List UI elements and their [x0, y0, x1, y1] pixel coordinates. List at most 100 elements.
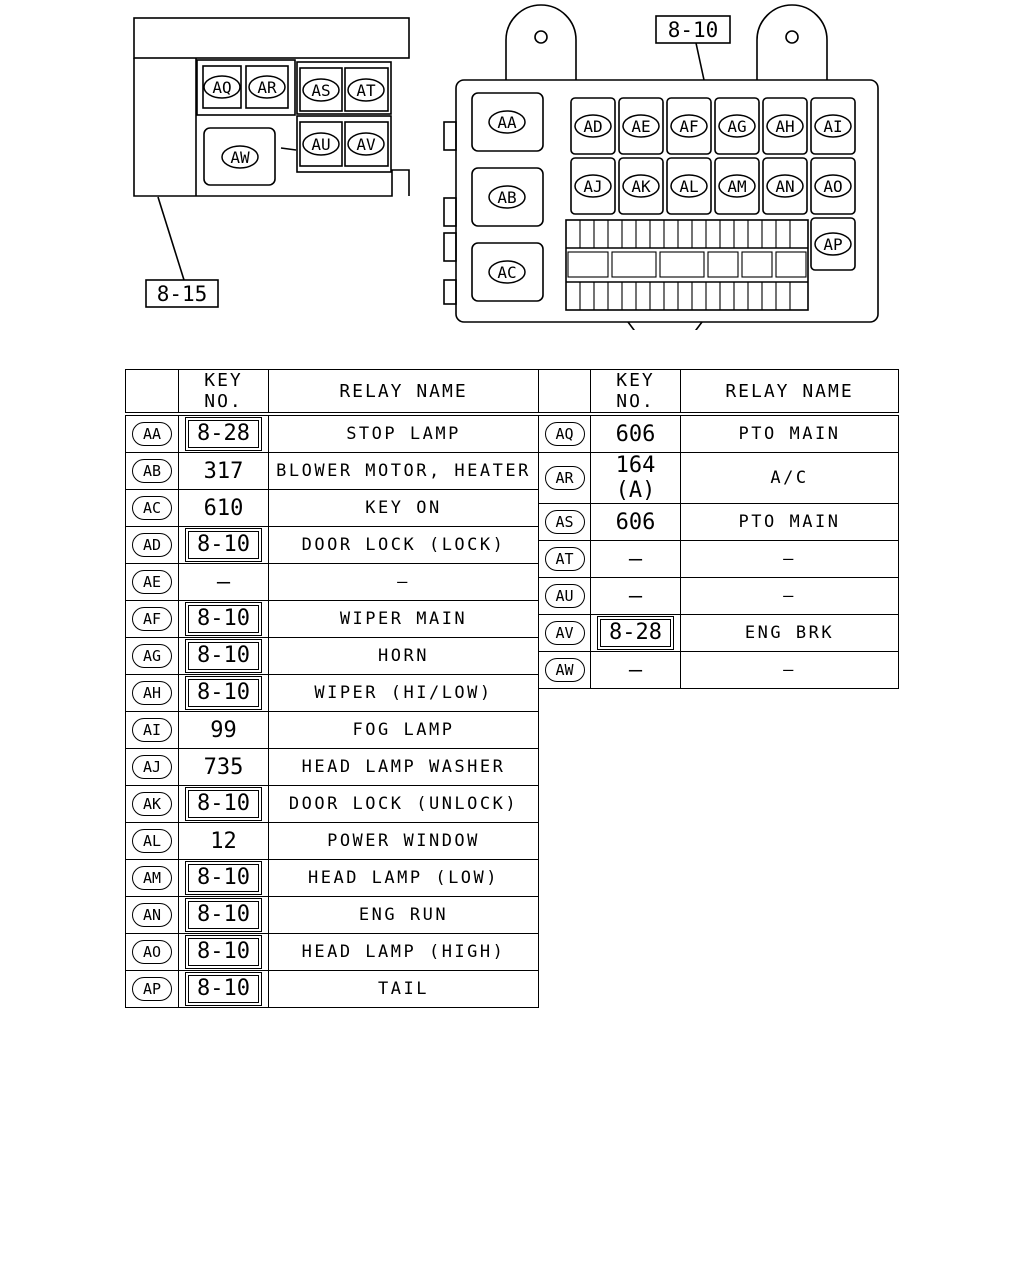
relay-row-at: AT—— [538, 540, 899, 578]
key-no-value: 8-10 [185, 935, 262, 969]
key-no-cell: 164 (A) [590, 452, 681, 504]
relay-name-cell: — [268, 563, 539, 601]
relay-id-cell: AF [125, 600, 179, 638]
relay-name-cell: DOOR LOCK (UNLOCK) [268, 785, 539, 823]
svg-text:AG: AG [727, 117, 746, 136]
key-no-value: — [216, 569, 231, 595]
key-no-cell: 8-10 [178, 637, 269, 675]
left-box-relay-aq: AQ [203, 75, 241, 99]
svg-text:AI: AI [823, 117, 842, 136]
svg-text:AP: AP [823, 235, 842, 254]
relay-name-cell: — [680, 651, 899, 689]
key-no-value: 735 [203, 754, 244, 780]
relay-id-cell: AC [125, 489, 179, 527]
svg-text:AB: AB [497, 188, 516, 207]
right-box-relay-af: AF [670, 114, 708, 138]
key-no-cell: 8-10 [178, 896, 269, 934]
relay-name-header: RELAY NAME [680, 369, 899, 416]
relay-name-cell: HORN [268, 637, 539, 675]
svg-text:AJ: AJ [583, 177, 602, 196]
relay-name-cell: HEAD LAMP (HIGH) [268, 933, 539, 971]
relay-id-badge: AJ [132, 755, 172, 779]
relay-id-badge: AQ [544, 422, 585, 446]
relay-row-ac: AC 610 KEY ON [125, 489, 539, 527]
relay-id-badge: AI [132, 718, 172, 742]
relay-name-cell: A/C [680, 452, 899, 504]
relay-name-cell: BLOWER MOTOR, HEATER [268, 452, 539, 490]
relay-name-cell: PTO MAIN [680, 413, 899, 453]
svg-text:AD: AD [583, 117, 602, 136]
relay-id-cell: AI [125, 711, 179, 749]
svg-text:AL: AL [679, 177, 698, 196]
right-box-relay-ab: AB [488, 185, 526, 209]
relay-name-cell: DOOR LOCK (LOCK) [268, 526, 539, 564]
key-no-value: 8-10 [185, 861, 262, 895]
svg-text:AV: AV [356, 135, 376, 154]
key-no-value: 12 [210, 828, 237, 854]
key-no-header: KEY NO. [178, 369, 269, 416]
svg-text:AR: AR [257, 78, 277, 97]
svg-text:AE: AE [631, 117, 650, 136]
svg-text:AN: AN [775, 177, 794, 196]
id-header-cell [538, 369, 591, 416]
relay-name-cell: KEY ON [268, 489, 539, 527]
right-box-relay-ah: AH [766, 114, 804, 138]
relay-id-cell: AJ [125, 748, 179, 786]
relay-row-ar: AR 164 (A) A/C [538, 452, 899, 504]
key-no-value: — [628, 583, 643, 609]
key-no-cell: 8-10 [178, 970, 269, 1008]
relay-name-cell: STOP LAMP [268, 413, 539, 453]
relay-name-cell: WIPER (HI/LOW) [268, 674, 539, 712]
key-no-cell: 735 [178, 748, 269, 786]
relay-id-badge: AG [132, 644, 172, 668]
svg-text:AA: AA [497, 113, 517, 132]
key-no-value: 8-10 [185, 639, 262, 673]
key-no-value: 610 [203, 495, 244, 521]
key-no-value: 99 [210, 717, 237, 743]
relay-id-cell: AB [125, 452, 179, 490]
svg-text:AO: AO [823, 177, 842, 196]
right-box-relay-ao: AO [814, 174, 852, 198]
relay-id-cell: AL [125, 822, 179, 860]
callout-label-right: 8-10 [668, 18, 719, 42]
key-no-header: KEY NO. [590, 369, 681, 416]
right-box-relay-ap: AP [814, 232, 852, 256]
callout-box-right [655, 15, 731, 44]
relay-id-cell: AV [538, 614, 591, 652]
key-no-cell: 8-10 [178, 674, 269, 712]
relay-id-cell: AQ [538, 413, 591, 453]
relay-id-badge: AR [544, 466, 585, 490]
key-no-cell: 8-10 [178, 859, 269, 897]
right-box-relay-am: AM [718, 174, 756, 198]
relay-id-cell: AM [125, 859, 179, 897]
relay-id-cell: AN [125, 896, 179, 934]
left-box-relay-au: AU [302, 132, 340, 156]
key-no-cell: — [178, 563, 269, 601]
left-box-relay-aw: AW [221, 145, 259, 169]
key-no-value: 164 (A) [615, 453, 656, 503]
key-no-cell: 606 [590, 413, 681, 453]
relay-row-au: AU—— [538, 577, 899, 615]
left-box-relay-ar: AR [248, 75, 286, 99]
relay-id-cell: AA [125, 413, 179, 453]
left-box-relay-av: AV [347, 132, 385, 156]
relay-table-right-header: KEY NO. RELAY NAME [538, 369, 899, 416]
key-no-value: 606 [615, 509, 656, 535]
key-no-cell: — [590, 540, 681, 578]
relay-id-badge: AT [544, 547, 585, 571]
relay-name-cell: ENG BRK [680, 614, 899, 652]
relay-name-cell: TAIL [268, 970, 539, 1008]
relay-id-cell: AW [538, 651, 591, 689]
key-no-value: 8-10 [185, 898, 262, 932]
